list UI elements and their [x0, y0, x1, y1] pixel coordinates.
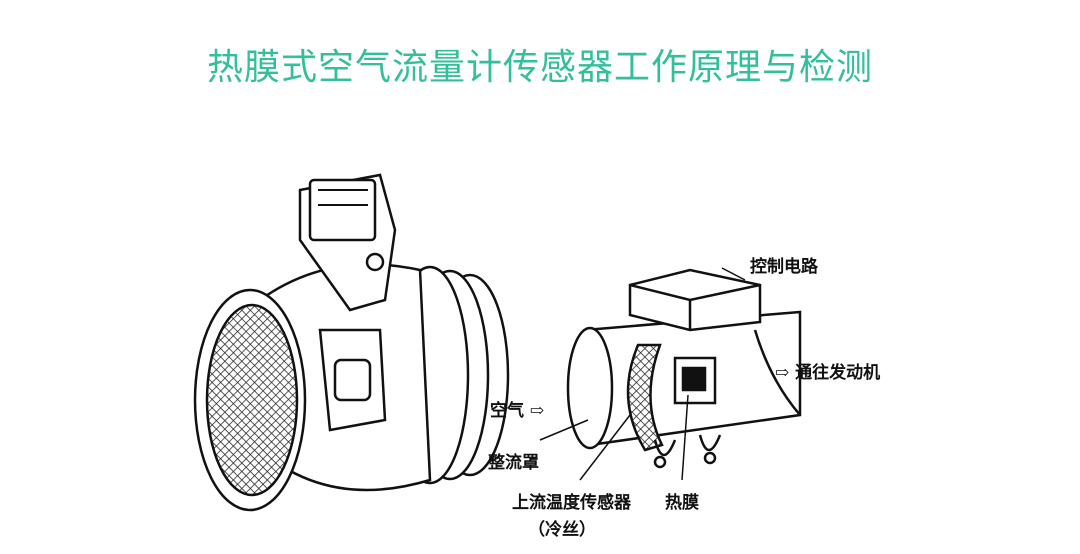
label-to-engine: ⇨ 通往发动机: [775, 363, 881, 383]
label-flow-rectifier: 整流罩: [488, 453, 539, 473]
slide-title: 热膜式空气流量计传感器工作原理与检测: [206, 47, 873, 88]
label-upstream-temp-sensor: 上流温度传感器: [512, 493, 631, 513]
label-cold-wire: （冷丝）: [528, 520, 596, 540]
label-hot-film: 热膜: [665, 493, 699, 513]
label-air: 空气 ⇨: [490, 401, 545, 421]
label-control-circuit: 控制电路: [750, 257, 818, 277]
air-flow-meter-illustration: [193, 173, 510, 512]
cutaway-illustration: [539, 267, 802, 481]
